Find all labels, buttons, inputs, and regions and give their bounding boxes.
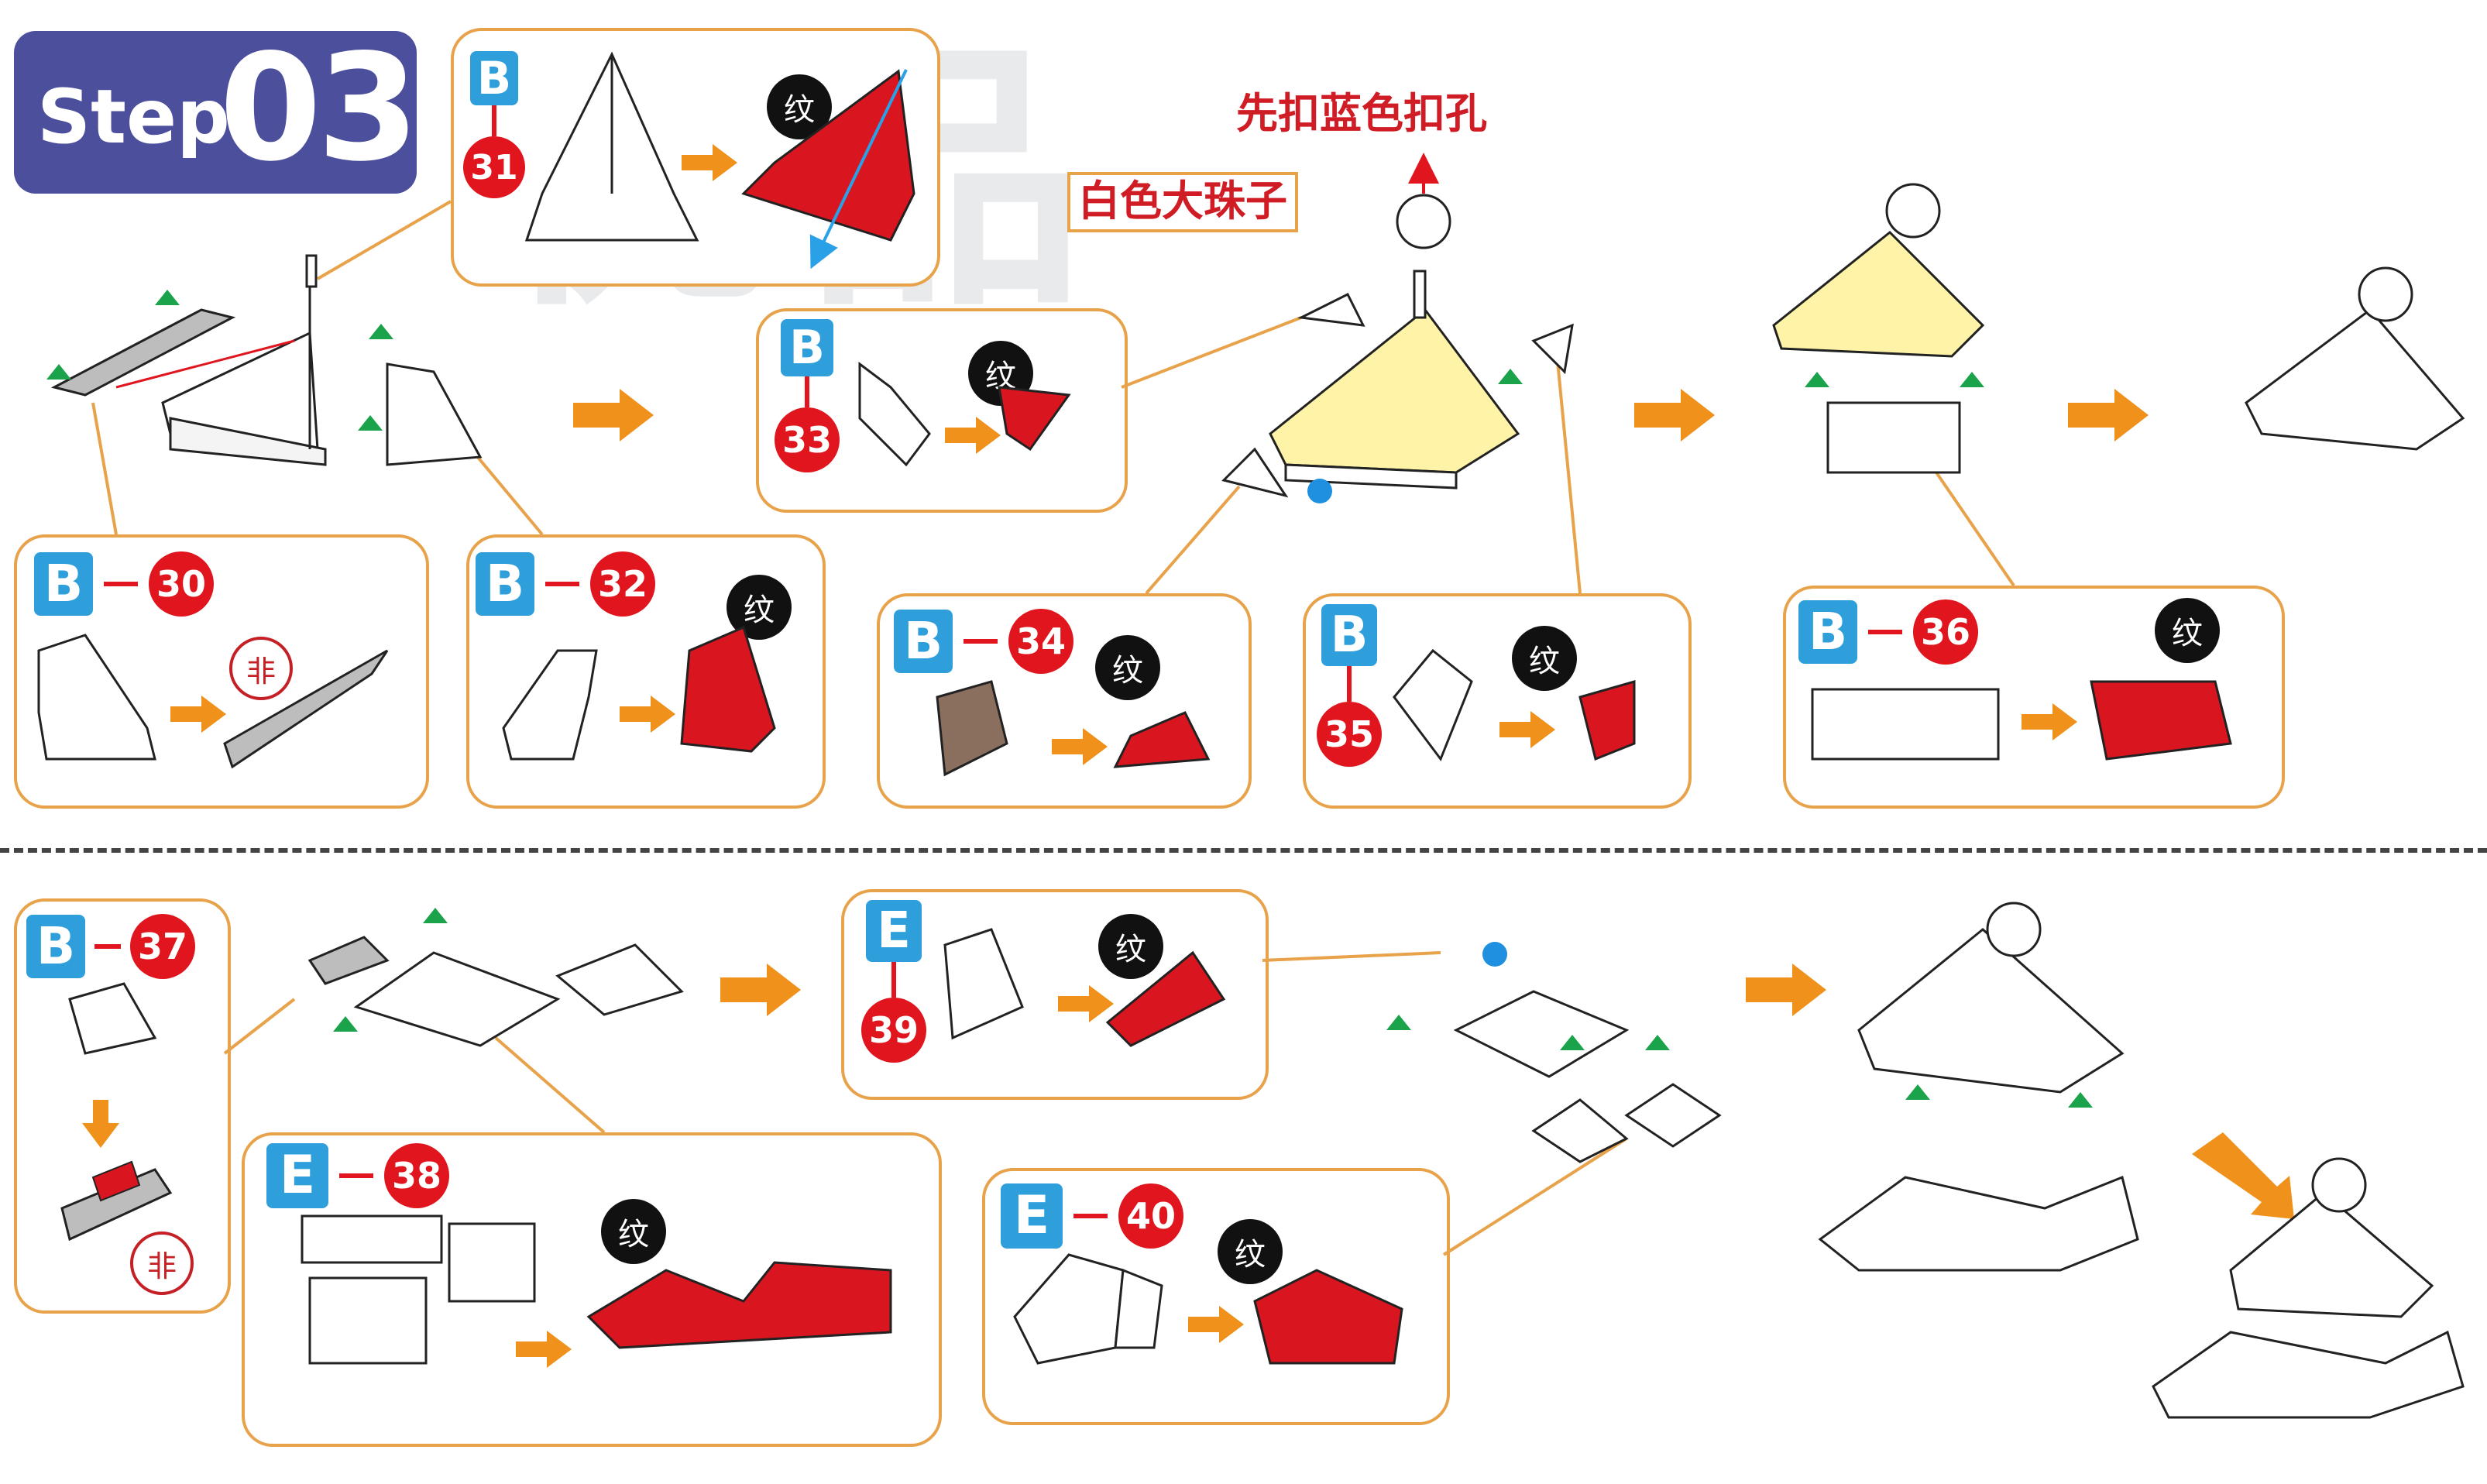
part-code-b37: B 37 bbox=[26, 914, 195, 979]
piece-33-red bbox=[998, 386, 1071, 452]
piece-36 bbox=[1811, 688, 2000, 761]
part-code-b30: B 30 bbox=[34, 551, 214, 617]
piece-38-red bbox=[586, 1261, 892, 1349]
grain-icon: 纹 bbox=[1098, 914, 1163, 979]
part-code-b33: B 33 bbox=[775, 319, 840, 472]
part-dash bbox=[104, 582, 138, 586]
part-number: 32 bbox=[590, 551, 655, 617]
part-letter: E bbox=[1001, 1183, 1063, 1249]
part-letter: B bbox=[894, 610, 953, 673]
piece-39-red bbox=[1105, 950, 1226, 1047]
non-grain-icon: 非 bbox=[229, 637, 293, 700]
piece-35 bbox=[1393, 648, 1473, 762]
assembly-7 bbox=[1818, 902, 2139, 1272]
grain-icon: 纹 bbox=[601, 1199, 666, 1264]
assembly-2 bbox=[1221, 194, 1574, 498]
part-letter: B bbox=[781, 319, 833, 376]
part-code-b35: B 35 bbox=[1317, 604, 1382, 767]
assembly-6 bbox=[1453, 990, 1722, 1163]
part-dash bbox=[1347, 666, 1352, 702]
piece-37 bbox=[68, 982, 157, 1055]
part-code-e39: E 39 bbox=[861, 900, 926, 1063]
part-number: 30 bbox=[149, 551, 214, 617]
part-letter: B bbox=[1798, 600, 1857, 664]
note-white-bead: 白色大珠子 bbox=[1078, 177, 1287, 225]
piece-34-red bbox=[1113, 711, 1211, 768]
piece-30 bbox=[37, 634, 156, 761]
note-white-bead-box: 白色大珠子 bbox=[1067, 172, 1298, 232]
part-code-e40: E 40 bbox=[1001, 1183, 1183, 1249]
part-code-e38: E 38 bbox=[266, 1143, 449, 1208]
piece-35-red bbox=[1578, 680, 1636, 761]
part-letter: B bbox=[476, 552, 534, 616]
part-code-b36: B 36 bbox=[1798, 599, 1978, 665]
part-number: 36 bbox=[1913, 599, 1978, 665]
grain-icon: 纹 bbox=[1218, 1219, 1283, 1284]
part-number: 37 bbox=[130, 914, 195, 979]
step-word: Step bbox=[37, 74, 230, 160]
part-letter: B bbox=[26, 915, 85, 978]
part-number: 34 bbox=[1008, 609, 1073, 674]
step-badge: Step 03 bbox=[14, 22, 419, 194]
piece-32 bbox=[502, 649, 598, 761]
part-dash bbox=[891, 962, 896, 998]
piece-33 bbox=[858, 362, 931, 467]
green-markers-1 bbox=[46, 290, 393, 431]
piece-40 bbox=[1013, 1253, 1163, 1365]
piece-40-red bbox=[1253, 1269, 1403, 1365]
part-dash bbox=[545, 582, 579, 586]
part-dash bbox=[1073, 1214, 1108, 1218]
piece-36-red bbox=[2090, 680, 2232, 761]
assembly-3 bbox=[1772, 183, 1985, 474]
grain-icon: 纹 bbox=[1512, 626, 1577, 691]
step-arrows bbox=[82, 144, 2294, 1368]
part-code-b34: B 34 bbox=[894, 609, 1073, 674]
part-number: 35 bbox=[1317, 702, 1382, 767]
piece-39 bbox=[943, 928, 1024, 1040]
piece-31-red bbox=[741, 69, 915, 270]
section-divider bbox=[0, 848, 2487, 853]
part-dash bbox=[492, 105, 496, 136]
part-number: 40 bbox=[1118, 1183, 1183, 1249]
part-letter: E bbox=[266, 1143, 328, 1208]
part-dash bbox=[94, 944, 121, 949]
part-dash bbox=[1868, 630, 1902, 634]
piece-32-red bbox=[680, 625, 776, 753]
step-number: 03 bbox=[219, 22, 419, 194]
part-number: 38 bbox=[384, 1143, 449, 1208]
part-letter: E bbox=[866, 900, 922, 962]
assembly-1 bbox=[50, 254, 483, 466]
piece-30-grey bbox=[223, 649, 389, 769]
part-number: 31 bbox=[463, 136, 525, 198]
grain-icon: 纹 bbox=[1095, 635, 1160, 700]
assembly-4 bbox=[2245, 266, 2465, 451]
part-letter: B bbox=[470, 51, 518, 105]
note-blue-hole-first: 先扣蓝色扣孔 bbox=[1236, 89, 1487, 138]
part-dash bbox=[964, 639, 998, 644]
piece-34-brown bbox=[936, 680, 1008, 777]
part-letter: B bbox=[34, 552, 93, 616]
part-letter: B bbox=[1321, 604, 1377, 666]
part-number: 39 bbox=[861, 998, 926, 1063]
piece-38 bbox=[301, 1214, 536, 1365]
part-code-b31: B 31 bbox=[463, 51, 525, 198]
piece-31 bbox=[524, 51, 699, 242]
part-dash bbox=[339, 1173, 373, 1178]
assembly-5 bbox=[307, 936, 684, 1047]
non-grain-icon: 非 bbox=[130, 1232, 194, 1295]
callout-b37 bbox=[14, 898, 231, 1314]
part-code-b32: B 32 bbox=[476, 551, 655, 617]
assembly-8 bbox=[2152, 1157, 2465, 1419]
part-number: 33 bbox=[775, 407, 840, 472]
grain-icon: 纹 bbox=[2155, 598, 2220, 663]
part-dash bbox=[805, 376, 809, 407]
leader-lines bbox=[91, 200, 2015, 1256]
